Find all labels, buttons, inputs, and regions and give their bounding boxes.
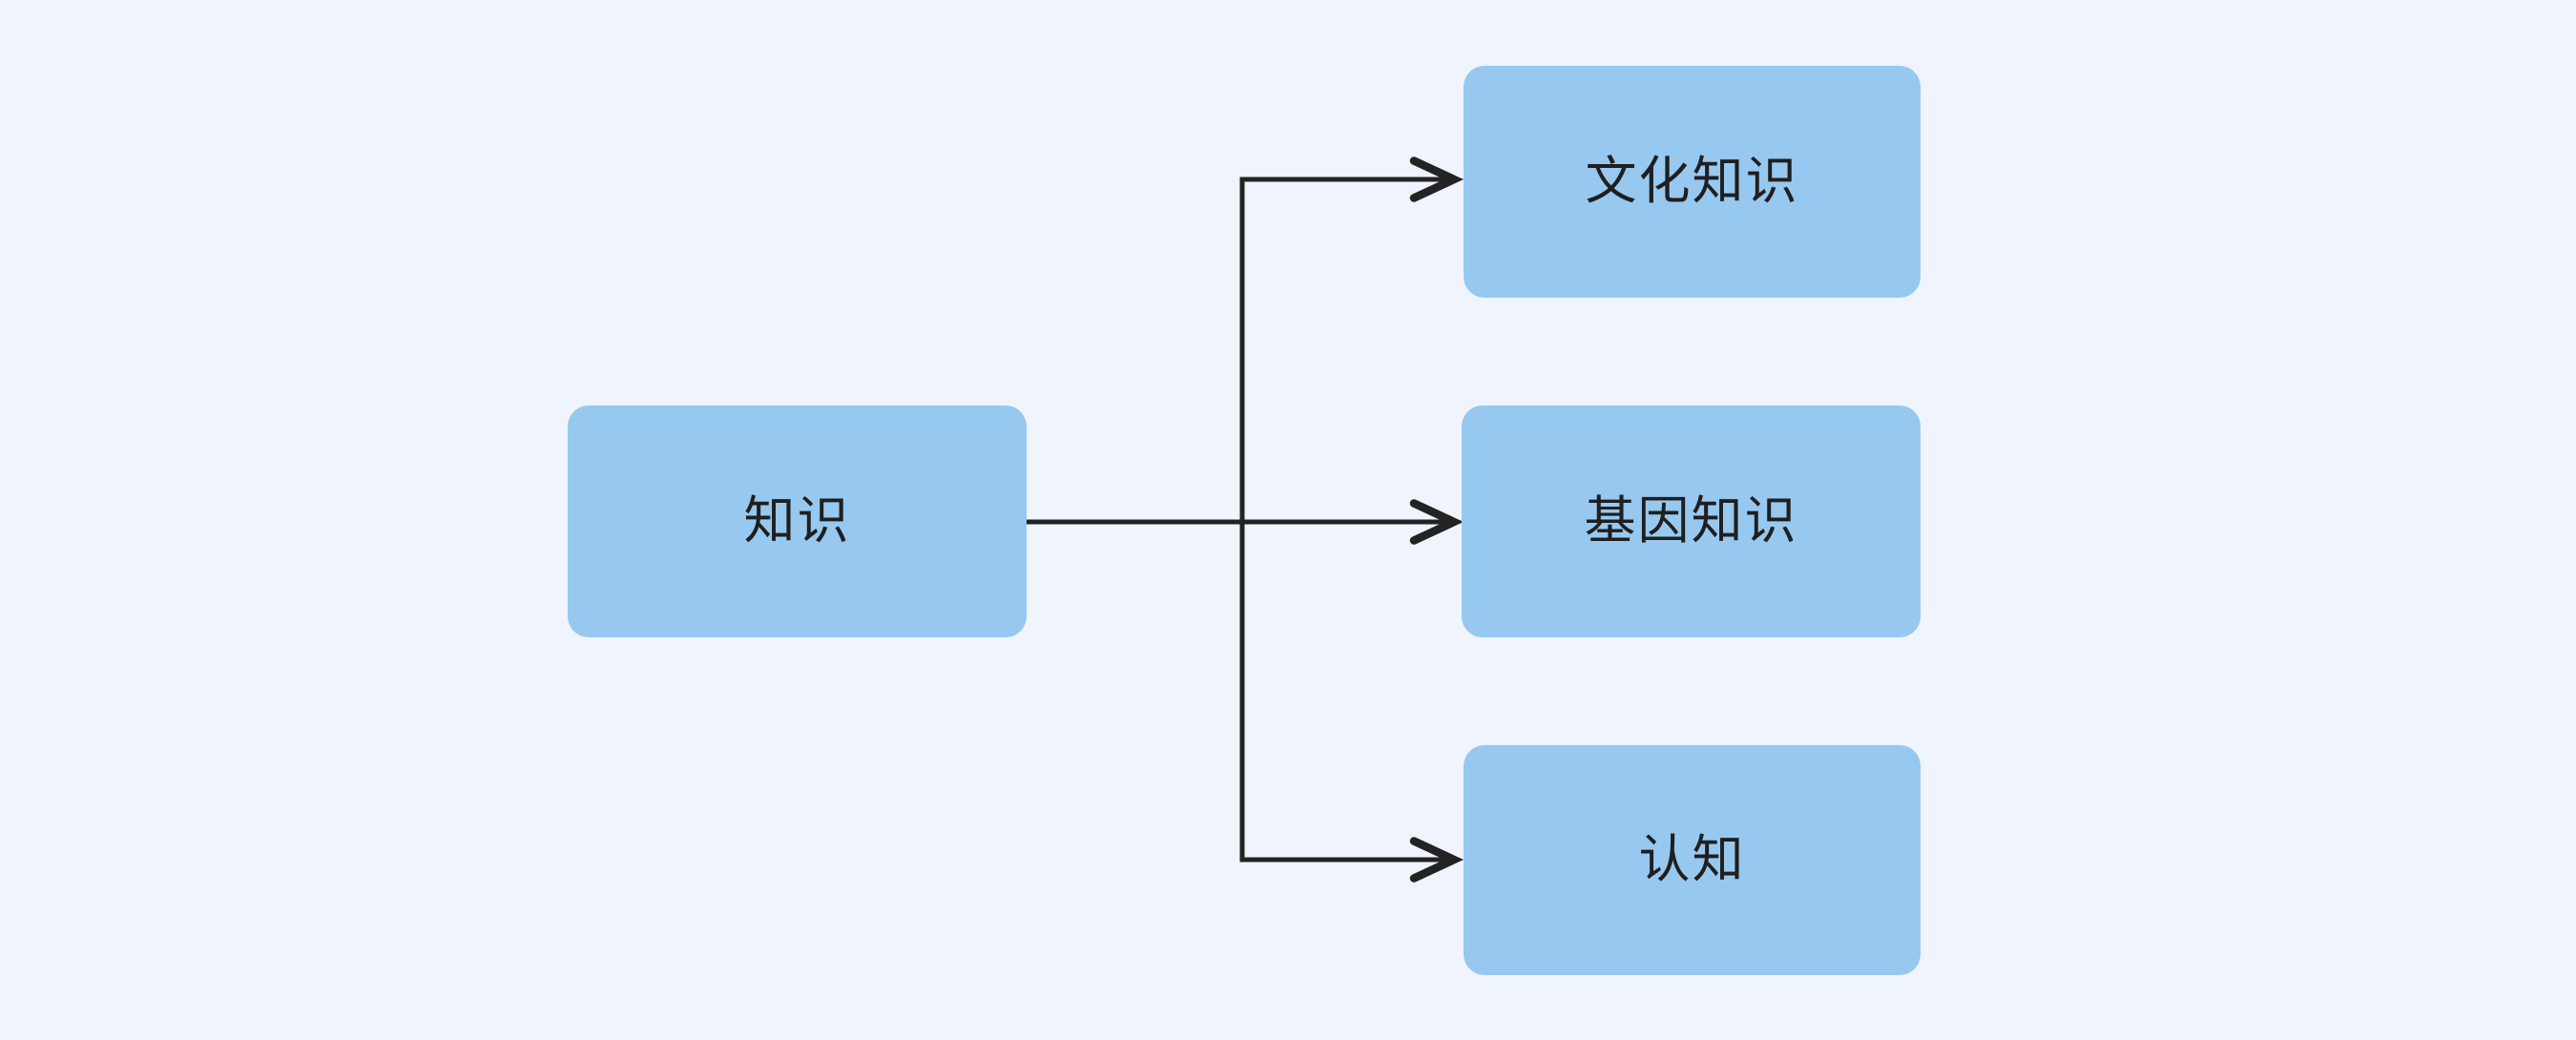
node-root[interactable]: 知识 <box>568 406 1027 637</box>
node-genetic-knowledge-label: 基因知识 <box>1584 491 1798 550</box>
node-root-label: 知识 <box>743 491 851 550</box>
edge-root-to-child-0 <box>1239 156 1465 522</box>
edge-root-to-child-2 <box>1239 522 1465 883</box>
node-cognition[interactable]: 认知 <box>1464 745 1921 975</box>
node-cognition-label: 认知 <box>1638 830 1746 888</box>
node-genetic-knowledge[interactable]: 基因知识 <box>1462 406 1921 637</box>
node-cultural-knowledge-label: 文化知识 <box>1585 152 1799 210</box>
node-cultural-knowledge[interactable]: 文化知识 <box>1464 66 1921 298</box>
